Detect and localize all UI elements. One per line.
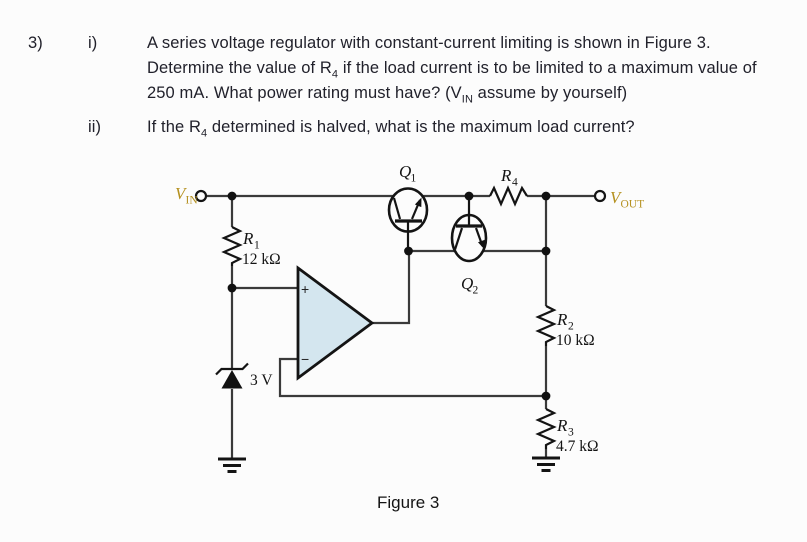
vin-label-sub: IN — [186, 195, 199, 207]
opamp: + − — [296, 265, 375, 381]
r2-resistor — [535, 305, 557, 346]
r3-value: 4.7 kΩ — [556, 438, 599, 455]
r2-label-sub: 2 — [568, 321, 574, 333]
q1-label: Q — [399, 162, 411, 181]
r3-resistor — [535, 408, 557, 449]
r3-label-sub: 3 — [568, 427, 574, 439]
vin-label: V — [175, 184, 188, 203]
r4-resistor — [489, 185, 528, 207]
r3-label: R — [556, 416, 568, 435]
vin-terminal — [194, 189, 208, 203]
r4-label-sub: 4 — [512, 177, 518, 189]
problem-number: 3) — [28, 34, 43, 52]
vout-terminal — [593, 189, 607, 203]
part-i-line1: A series voltage regulator with constant… — [147, 34, 711, 52]
vout-label: V — [610, 188, 623, 207]
r2-label: R — [556, 310, 568, 329]
r1-resistor — [221, 226, 243, 266]
ground-left — [218, 457, 246, 473]
q2-label: Q — [461, 274, 473, 293]
ground-right — [532, 456, 560, 472]
q2-emitter-arrow — [478, 239, 485, 250]
figure-caption: Figure 3 — [377, 493, 440, 512]
part-i-line2: Determine the value of R4 if the load cu… — [147, 59, 757, 81]
part-i-line3: 250 mA. What power rating must have? (VI… — [147, 84, 628, 106]
part-i-label: i) — [88, 34, 98, 52]
part-ii-text: If the R4 determined is halved, what is … — [147, 118, 635, 140]
q2-transistor — [450, 196, 488, 263]
vout-label-sub: OUT — [621, 199, 645, 211]
opamp-minus-sign: − — [301, 351, 309, 367]
zener-diode — [215, 362, 249, 389]
r1-label-sub: 1 — [254, 240, 260, 252]
r1-label: R — [242, 229, 254, 248]
r4-label: R — [500, 166, 512, 185]
r1-value: 12 kΩ — [242, 251, 281, 268]
junction-dots — [227, 191, 551, 401]
part-i-text: A series voltage regulator with constant… — [147, 31, 757, 106]
part-ii-label: ii) — [88, 118, 102, 136]
q1-emitter-arrow — [414, 197, 422, 208]
opamp-plus-sign: + — [301, 281, 309, 297]
r2-value: 10 kΩ — [556, 332, 595, 349]
q1-label-sub: 1 — [411, 173, 417, 185]
q2-label-sub: 2 — [473, 285, 479, 297]
zener-value: 3 V — [250, 372, 273, 389]
q1-transistor — [387, 187, 429, 251]
schematic-labels: V IN V OUT Q 1 Q 2 R 4 R 1 12 kΩ R 2 10 … — [175, 162, 644, 455]
